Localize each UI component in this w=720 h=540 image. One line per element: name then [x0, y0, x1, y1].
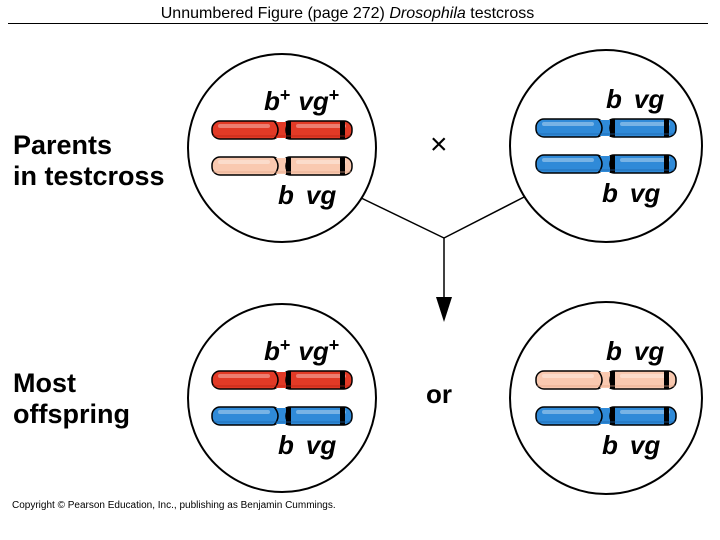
down-arrow-icon	[436, 297, 452, 322]
or-label: or	[426, 379, 452, 409]
gene-band-b	[286, 371, 291, 389]
chromosome-pink	[211, 156, 353, 176]
gene-band-vg	[340, 121, 345, 139]
gene-band-vg	[664, 371, 669, 389]
row-label-parents: Parents in testcross	[13, 130, 165, 191]
gene-band-b	[286, 407, 291, 425]
gene-band-vg	[664, 119, 669, 137]
chromosome-blue	[535, 154, 677, 174]
cell-outline	[509, 301, 703, 495]
gene-band-b	[610, 155, 615, 173]
copyright-notice: Copyright © Pearson Education, Inc., pub…	[12, 500, 336, 511]
cross-connector	[354, 194, 529, 322]
gene-band-vg	[340, 407, 345, 425]
cross-symbol: ×	[430, 128, 448, 161]
row-label-offspring: Most offspring	[13, 368, 130, 429]
gene-label-top: b+vg+	[264, 85, 339, 116]
title-rule	[8, 23, 708, 24]
gene-band-b	[286, 157, 291, 175]
gene-band-vg	[340, 371, 345, 389]
chromosome-red	[211, 120, 353, 140]
gene-band-b	[610, 371, 615, 389]
gene-label-top: b+vg+	[264, 335, 339, 366]
cell-outline	[187, 303, 377, 493]
chromosome-pink	[535, 370, 677, 390]
chromosome-red	[211, 370, 353, 390]
gene-band-vg	[340, 157, 345, 175]
gene-band-b	[610, 407, 615, 425]
chromosome-blue	[535, 406, 677, 426]
gene-band-b	[610, 119, 615, 137]
cell-outline	[187, 53, 377, 243]
chromosome-blue	[535, 118, 677, 138]
gene-band-vg	[664, 155, 669, 173]
gene-band-b	[286, 121, 291, 139]
gene-band-vg	[664, 407, 669, 425]
figure-title: Unnumbered Figure (page 272) Drosophila …	[160, 5, 535, 22]
cell-outline	[509, 49, 703, 243]
chromosome-blue	[211, 406, 353, 426]
